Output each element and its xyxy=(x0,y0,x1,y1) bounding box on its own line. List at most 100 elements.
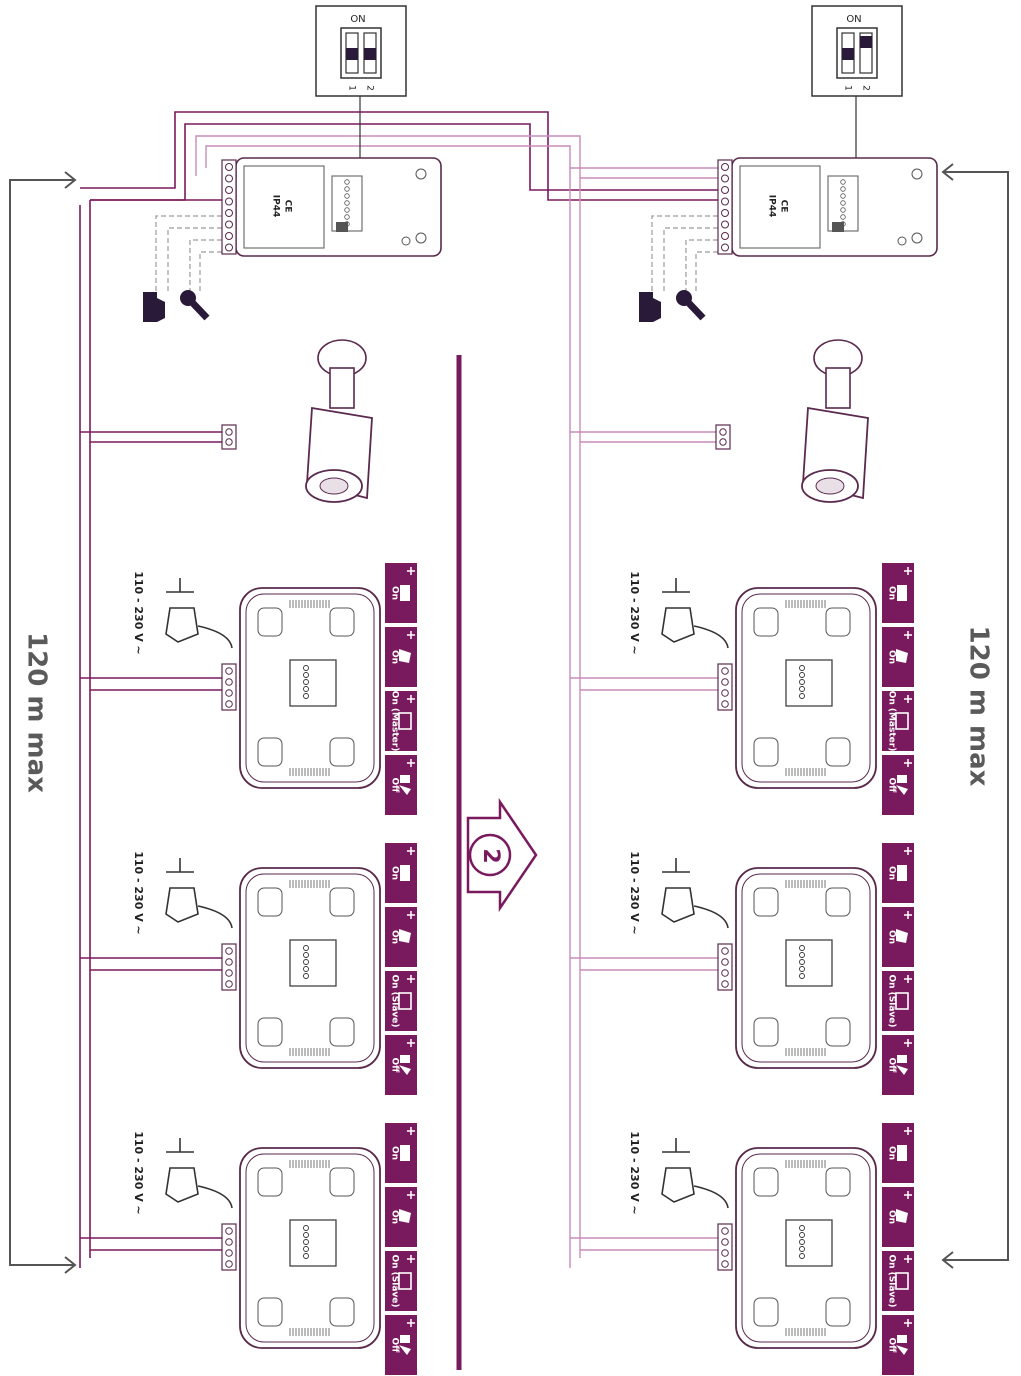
camera-arm xyxy=(825,367,851,409)
monitor-foot xyxy=(257,1017,283,1047)
terminal-screw xyxy=(721,969,729,977)
terminal-screw xyxy=(721,1227,729,1235)
terminal-screw xyxy=(225,678,233,686)
power-cable xyxy=(693,1185,729,1209)
lock-wire xyxy=(651,215,718,292)
switch-row-label: On xyxy=(887,586,897,600)
key-wire xyxy=(695,251,718,292)
terminal-screw xyxy=(225,428,233,436)
power-adapter-icon xyxy=(661,1167,695,1203)
panel-chip xyxy=(832,222,844,232)
switch-row-label: On (Slave) xyxy=(887,974,897,1027)
board-pin xyxy=(344,207,350,213)
board-pin xyxy=(344,214,350,220)
sleep-icon xyxy=(400,1055,410,1063)
switch-row-label: On xyxy=(887,1210,897,1224)
indoor-monitor-icon xyxy=(895,992,909,1010)
terminal-screw xyxy=(721,678,729,686)
terminal-screw xyxy=(719,428,727,436)
board-pin xyxy=(303,679,309,685)
terminal-screw xyxy=(225,969,233,977)
indoor-monitor-left-3 xyxy=(221,1147,381,1349)
board-pin xyxy=(799,1253,805,1259)
monitor-foot xyxy=(257,887,283,917)
dip-lever-2 xyxy=(364,48,376,60)
terminal-screw xyxy=(225,174,233,183)
camera-lens-inner xyxy=(319,477,349,495)
board-pin xyxy=(799,973,805,979)
lock-key-left xyxy=(143,290,210,322)
switch-row-label: Off xyxy=(390,778,400,794)
dip-lever-1 xyxy=(346,48,358,60)
plus-icon xyxy=(904,759,912,767)
plus-icon xyxy=(904,847,912,855)
power-label: 110 - 230 V ~ xyxy=(132,1131,145,1215)
camera-icon xyxy=(896,929,908,943)
monitor-board xyxy=(785,939,833,987)
switch-row-label: On (Slave) xyxy=(390,1254,400,1307)
plus-icon xyxy=(904,1191,912,1199)
distance-arrow-line xyxy=(9,179,75,1266)
board-pin xyxy=(303,1239,309,1245)
monitor-board xyxy=(289,659,337,707)
monitor-foot xyxy=(329,1297,355,1327)
dip-lever-1 xyxy=(842,48,854,60)
board-pin xyxy=(344,200,350,206)
plus-icon xyxy=(904,1319,912,1327)
plus-icon xyxy=(904,1039,912,1047)
camera-icon xyxy=(896,1209,908,1223)
plus-icon xyxy=(407,1127,415,1135)
power-cable xyxy=(197,905,233,929)
indoor-monitor-icon xyxy=(398,1272,412,1290)
terminal-screw xyxy=(721,1260,729,1268)
terminal-block xyxy=(717,1223,733,1271)
outdoor-station-icon xyxy=(897,1145,907,1161)
switch-row-label: Off xyxy=(887,1058,897,1074)
distance-indicator-right: 120 m max xyxy=(941,163,1009,1269)
switch-row-label: On xyxy=(390,930,400,944)
plus-icon xyxy=(904,695,912,703)
power-adapter-left-2: 110 - 230 V ~ xyxy=(132,851,233,935)
board-pin xyxy=(799,1239,805,1245)
switch-row-label: On xyxy=(887,930,897,944)
monitor-foot xyxy=(825,1017,851,1047)
arrow-icon xyxy=(941,163,954,181)
monitor-foot xyxy=(329,1167,355,1197)
monitor-foot xyxy=(825,607,851,637)
ce-mark: CE xyxy=(779,200,789,213)
door-lock-icon xyxy=(639,292,661,322)
lock-wire xyxy=(155,215,222,292)
board-pin xyxy=(799,966,805,972)
power-plug xyxy=(166,858,194,873)
terminal-screw xyxy=(721,186,729,194)
terminal-screw xyxy=(225,186,233,194)
power-label: 110 - 230 V ~ xyxy=(132,851,145,935)
board-pin xyxy=(840,200,846,206)
switch-row-label: Off xyxy=(390,1338,400,1354)
board-pin xyxy=(303,1246,309,1252)
key-wire xyxy=(189,239,222,292)
terminal-screw xyxy=(721,1238,729,1246)
plus-icon xyxy=(904,911,912,919)
power-label: 110 - 230 V ~ xyxy=(628,571,641,655)
lock-key-right xyxy=(639,290,706,322)
monitor-foot xyxy=(753,887,779,917)
plus-icon xyxy=(407,567,415,575)
power-adapter-right-3: 110 - 230 V ~ xyxy=(628,1131,729,1215)
camera-arm xyxy=(329,367,355,409)
dip-pos-2: 2 xyxy=(365,85,375,91)
board-pin xyxy=(799,686,805,692)
switch-row-label: On xyxy=(887,866,897,880)
board-pin xyxy=(303,945,309,951)
key-shaft xyxy=(681,295,706,321)
monitor-foot xyxy=(257,1167,283,1197)
ip-rating: IP44 xyxy=(271,195,281,217)
indoor-monitor-left-2 xyxy=(221,867,381,1069)
sleep-camera xyxy=(896,1345,908,1355)
power-cable xyxy=(693,905,729,929)
